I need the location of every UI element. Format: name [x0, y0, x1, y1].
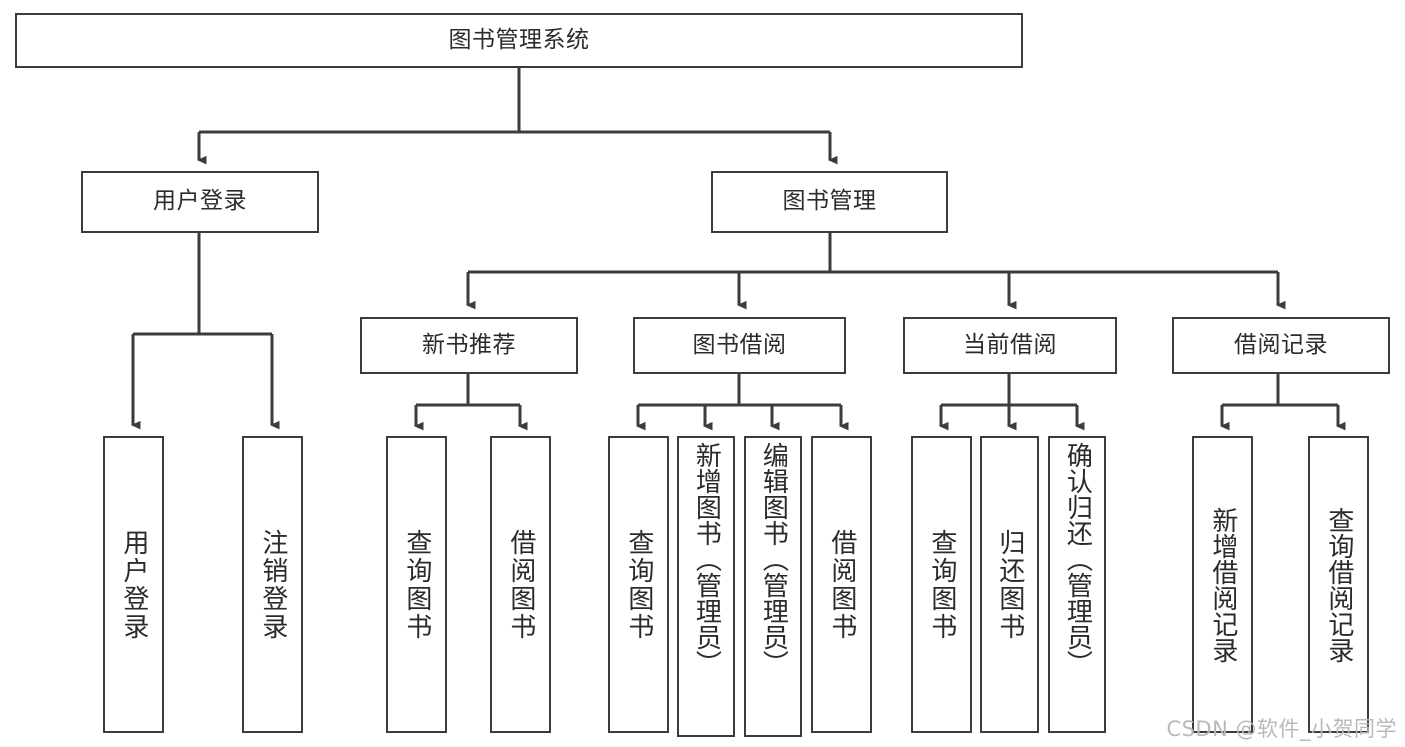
- node-new-book-recommend[interactable]: 新书推荐: [360, 317, 578, 374]
- node-label: 用户登录: [118, 528, 149, 641]
- node-label: 查询图书: [401, 528, 432, 641]
- leaf-edit-book-admin[interactable]: 编辑图书（管理员）: [744, 436, 802, 737]
- node-label: 新增图书（管理员）: [691, 442, 722, 676]
- node-book-management[interactable]: 图书管理: [711, 171, 948, 233]
- leaf-return-book[interactable]: 归还图书: [980, 436, 1039, 733]
- node-label: 当前借阅: [963, 331, 1057, 358]
- leaf-user-login[interactable]: 用户登录: [103, 436, 164, 733]
- node-book-borrow[interactable]: 图书借阅: [633, 317, 846, 374]
- node-label: 新书推荐: [422, 331, 516, 358]
- node-label: 借阅图书: [826, 528, 857, 641]
- node-borrow-record[interactable]: 借阅记录: [1172, 317, 1390, 374]
- node-label: 图书管理系统: [448, 26, 590, 53]
- node-label: 归还图书: [994, 528, 1025, 641]
- leaf-borrow-book-recommend[interactable]: 借阅图书: [490, 436, 551, 733]
- node-label: 图书管理: [782, 188, 877, 215]
- node-label: 借阅记录: [1234, 331, 1328, 358]
- node-label: 图书借阅: [692, 331, 787, 358]
- watermark-text: CSDN @软件_小贺同学: [1166, 717, 1397, 741]
- leaf-query-book-current[interactable]: 查询图书: [911, 436, 972, 733]
- leaf-query-book-borrow[interactable]: 查询图书: [608, 436, 669, 733]
- node-label: 注销登录: [257, 528, 288, 641]
- node-label: 查询借阅记录: [1323, 506, 1354, 663]
- node-label: 确认归还（管理员）: [1062, 442, 1093, 676]
- node-label: 查询图书: [926, 528, 957, 641]
- leaf-add-book-admin[interactable]: 新增图书（管理员）: [677, 436, 735, 737]
- leaf-query-borrow-record[interactable]: 查询借阅记录: [1308, 436, 1369, 733]
- node-root-system[interactable]: 图书管理系统: [15, 13, 1023, 68]
- leaf-add-borrow-record[interactable]: 新增借阅记录: [1192, 436, 1253, 733]
- node-label: 新增借阅记录: [1207, 506, 1238, 663]
- node-label: 用户登录: [153, 188, 247, 215]
- node-label: 借阅图书: [505, 528, 536, 641]
- leaf-logout-login[interactable]: 注销登录: [242, 436, 303, 733]
- leaf-borrow-book[interactable]: 借阅图书: [811, 436, 872, 733]
- node-current-borrow[interactable]: 当前借阅: [903, 317, 1117, 374]
- leaf-confirm-return-admin[interactable]: 确认归还（管理员）: [1048, 436, 1106, 733]
- node-user-login[interactable]: 用户登录: [81, 171, 319, 233]
- node-label: 查询图书: [623, 528, 654, 641]
- node-label: 编辑图书（管理员）: [758, 442, 789, 676]
- leaf-query-book-recommend[interactable]: 查询图书: [386, 436, 447, 733]
